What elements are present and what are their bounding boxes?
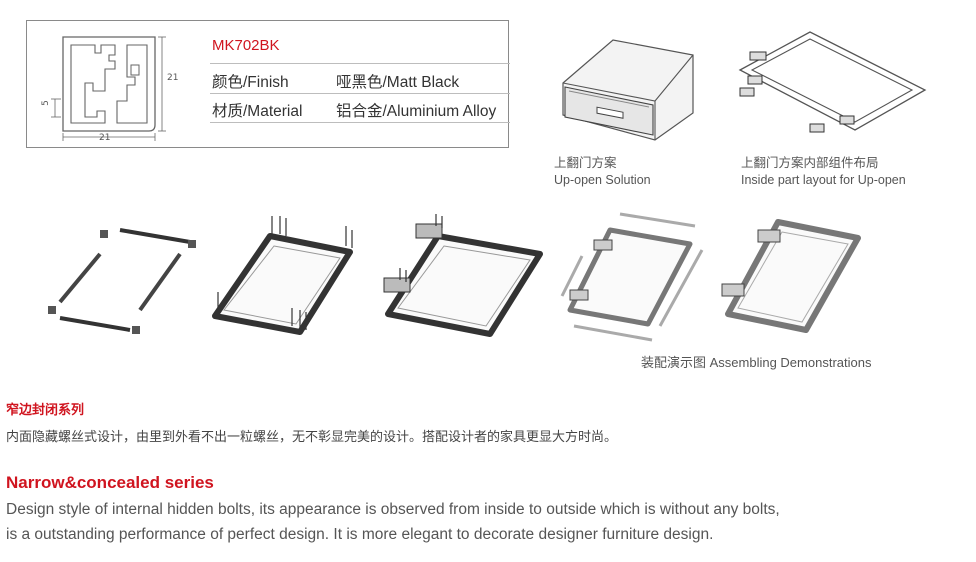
assembly-step-5-illustration: [721, 219, 861, 333]
inside-part-layout-illustration: [738, 31, 927, 133]
dim-small-label: 5: [40, 100, 51, 106]
model-number: MK702BK: [212, 37, 280, 54]
upopen-caption-en: Up-open Solution: [554, 173, 651, 187]
series-description-cn: 内面隐藏螺丝式设计，由里到外看不出一粒螺丝，无不彰显完美的设计。搭配设计者的家具…: [6, 430, 618, 445]
series-description-en-line-1: Design style of internal hidden bolts, i…: [6, 501, 780, 518]
inside-caption-cn: 上翻门方案内部组件布局: [741, 156, 879, 170]
spec-divider-1: [210, 63, 510, 64]
material-label: 材质/Material: [212, 103, 303, 120]
assembly-step-1-illustration: [48, 228, 196, 334]
spec-divider-3: [210, 122, 510, 123]
dim-width-label: 21: [99, 133, 111, 143]
series-title-cn: 窄边封闭系列: [6, 403, 85, 418]
assembling-caption: 装配演示图 Assembling Demonstrations: [641, 355, 872, 370]
series-description-en-line-2: is a outstanding performance of perfect …: [6, 526, 714, 543]
finish-label: 颜色/Finish: [212, 74, 289, 91]
spec-box: 21 21 5 MK702BK 颜色/Finish 哑黑色/Matt Black…: [26, 20, 510, 148]
material-value: 铝合金/Aluminium Alloy: [336, 103, 497, 120]
assembly-step-4-illustration: [560, 212, 704, 342]
profile-cross-section-drawing: [51, 36, 166, 141]
series-title-en: Narrow&concealed series: [6, 473, 214, 492]
upopen-caption-cn: 上翻门方案: [554, 156, 617, 170]
assembly-step-2-illustration: [212, 216, 353, 335]
spec-divider-2: [210, 93, 510, 94]
inside-caption-en: Inside part layout for Up-open: [741, 173, 906, 187]
finish-value: 哑黑色/Matt Black: [336, 74, 460, 91]
upopen-cabinet-illustration: [562, 39, 694, 141]
dim-height-label: 21: [167, 73, 179, 83]
assembly-step-3-illustration: [383, 214, 543, 337]
